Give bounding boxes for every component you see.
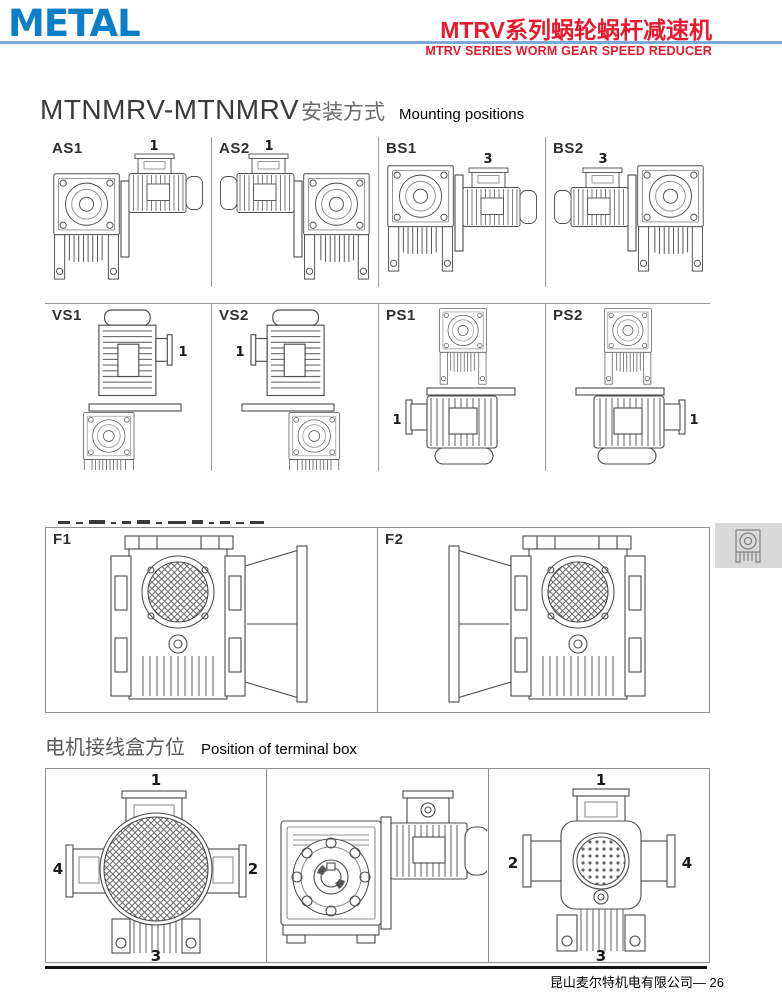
- text-fragment: [58, 521, 70, 524]
- mounting-cell-as2: AS2 1: [211, 137, 378, 287]
- mounting-row-1: AS1 1 AS2 1 BS1: [45, 137, 710, 287]
- vs1-diagram: 1: [83, 309, 188, 470]
- terminal-title: 电机接线盒方位 Position of terminal box: [45, 731, 357, 760]
- callout-number: 1: [392, 413, 401, 428]
- bs1-diagram: 3: [387, 152, 537, 272]
- vs2-diagram: 1: [235, 309, 340, 470]
- as2-diagram: 1: [220, 139, 370, 280]
- callout-number: 1: [149, 139, 158, 154]
- rear-position-left: 2: [508, 854, 518, 872]
- bs2-diagram: 3: [554, 152, 704, 272]
- cell-label: PS2: [553, 307, 583, 324]
- fan-position-top: 1: [151, 771, 161, 789]
- mounting-cell-ps1: PS1 1: [378, 304, 545, 471]
- flange-box: F1: [45, 527, 710, 713]
- text-fragment: [76, 522, 83, 524]
- callout-number: 1: [264, 139, 273, 154]
- footer-company-page: 昆山麦尔特机电有限公司— 26: [549, 975, 724, 990]
- ps1-diagram: 1: [392, 308, 516, 465]
- callout-number: 1: [178, 345, 187, 360]
- mounting-cell-bs2: BS2 3: [545, 137, 712, 287]
- mounting-cell-ps2: PS2 1: [545, 304, 712, 471]
- cell-label: BS2: [553, 140, 584, 157]
- mounting-title-cn: 安装方式: [301, 101, 386, 124]
- callout-number: 1: [689, 413, 698, 428]
- brand-logo: METAL: [8, 2, 141, 45]
- terminal-cell-fan-view: 1 2 3 4: [46, 769, 266, 962]
- text-fragment: [89, 520, 105, 524]
- fan-position-bottom: 3: [151, 947, 161, 962]
- ps2-diagram: 1: [575, 308, 699, 465]
- f2-diagram: [447, 535, 646, 703]
- mounting-cell-vs2: VS2 1: [211, 304, 378, 471]
- text-fragment: [156, 522, 162, 524]
- f1-diagram: [109, 535, 308, 703]
- header-rule: [0, 41, 782, 44]
- text-fragment: [250, 521, 264, 524]
- terminal-box-table: 1 2 3 4: [45, 768, 710, 963]
- terminal-cell-side-view: [266, 769, 488, 962]
- mounting-row-2: VS1 1 VS2 1 PS1: [45, 303, 710, 471]
- rear-position-top: 1: [596, 771, 606, 789]
- mounting-cell-bs1: BS1 3: [378, 137, 545, 287]
- cell-label: AS2: [219, 140, 250, 157]
- side-view-diagram: [280, 790, 488, 944]
- fan-position-right: 2: [248, 860, 258, 878]
- series-title-en: MTRV SERIES WORM GEAR SPEED REDUCER: [425, 44, 712, 58]
- rear-position-right: 4: [682, 854, 692, 872]
- text-fragment: [122, 521, 131, 524]
- callout-number: 3: [483, 152, 492, 167]
- terminal-title-cn: 电机接线盒方位: [45, 737, 185, 759]
- as1-diagram: 1: [53, 139, 203, 280]
- callout-number: 1: [235, 345, 244, 360]
- flange-cell-f1: F1: [46, 528, 377, 712]
- text-fragment: [192, 520, 203, 524]
- fan-view-diagram: 1 2 3 4: [53, 771, 258, 962]
- mounting-cell-vs1: VS1 1: [45, 304, 211, 471]
- mounting-title-en: Mounting positions: [399, 106, 525, 123]
- cell-label: BS1: [386, 140, 417, 157]
- cell-label: AS1: [52, 140, 83, 157]
- thumbnail-gearbox-icon: [735, 529, 760, 562]
- terminal-title-en: Position of terminal box: [201, 741, 357, 758]
- text-fragment: [137, 520, 150, 524]
- rear-position-bottom: 3: [596, 947, 606, 962]
- callout-number: 3: [598, 152, 607, 167]
- text-fragment: [111, 522, 116, 524]
- text-fragment: [209, 522, 214, 524]
- cell-label: PS1: [386, 307, 416, 324]
- clipped-text-remnant: [58, 514, 338, 524]
- cell-label: F2: [385, 531, 404, 548]
- text-fragment: [220, 521, 230, 524]
- fan-position-left: 4: [53, 860, 63, 878]
- mounting-title: MTNMRV-MTNMRV 安装方式 Mounting positions: [40, 94, 524, 126]
- footer-rule: [45, 966, 707, 969]
- text-fragment: [236, 522, 244, 524]
- mounting-cell-as1: AS1 1: [45, 137, 211, 287]
- terminal-cell-rear-view: 1 2 4 3: [487, 769, 709, 962]
- text-fragment: [168, 521, 186, 524]
- cell-label: VS1: [52, 307, 82, 324]
- cell-label: VS2: [219, 307, 249, 324]
- cell-label: F1: [53, 531, 72, 548]
- series-title-cn: MTRV系列蜗轮蜗杆减速机: [440, 17, 712, 43]
- flange-cell-f2: F2: [377, 528, 709, 712]
- margin-thumbnail: [715, 523, 782, 568]
- mounting-title-model: MTNMRV-MTNMRV: [40, 94, 300, 125]
- rear-view-diagram: 1 2 4 3: [508, 771, 692, 962]
